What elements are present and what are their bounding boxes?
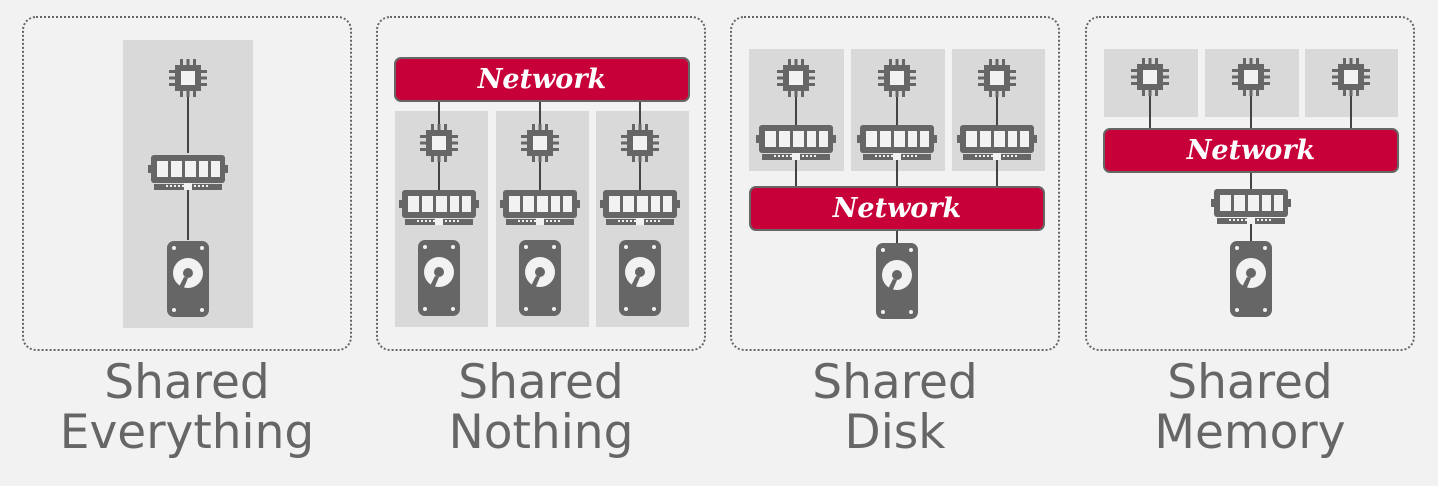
shared-everything-diagram (123, 40, 253, 328)
memory-icon (147, 154, 229, 191)
caption-line-2: Disk (844, 405, 946, 460)
network-label: Network (1186, 135, 1316, 166)
panel-shared-memory (1085, 16, 1415, 351)
disk-icon (519, 240, 561, 316)
disk-icon (619, 240, 661, 316)
memory-icon (856, 124, 938, 161)
memory-icon (755, 124, 837, 161)
caption-line-2: Memory (1154, 405, 1346, 460)
network-bar (1103, 128, 1399, 173)
network-label: Network (832, 193, 962, 224)
caption-line-2: Nothing (448, 405, 634, 460)
shared-disk-diagram: Network (749, 49, 1045, 319)
caption-shared-memory: Shared Memory (1085, 358, 1415, 458)
disk-icon (167, 241, 209, 317)
caption-line-1: Shared (812, 355, 978, 410)
disk-icon (418, 240, 460, 316)
caption-line-1: Shared (104, 355, 270, 410)
caption-shared-disk: Shared Disk (730, 358, 1060, 458)
shared-memory-diagram: Network (1103, 49, 1399, 317)
caption-line-1: Shared (458, 355, 624, 410)
disk-icon (876, 243, 918, 319)
caption-shared-everything: Shared Everything (22, 358, 352, 458)
memory-icon (956, 124, 1038, 161)
network-label: Network (477, 64, 607, 95)
caption-line-1: Shared (1167, 355, 1333, 410)
caption-line-2: Everything (59, 405, 315, 460)
shared-nothing-diagram: Network (394, 57, 690, 327)
caption-shared-nothing: Shared Nothing (376, 358, 706, 458)
disk-icon (1230, 241, 1272, 317)
network-bar (394, 57, 690, 102)
panel-shared-disk (730, 16, 1060, 351)
network-bar (749, 186, 1045, 231)
memory-icon (1210, 188, 1292, 225)
memory-icon (599, 189, 681, 226)
panel-shared-nothing (376, 16, 706, 351)
memory-icon (499, 189, 581, 226)
memory-icon (398, 189, 480, 226)
panel-shared-everything (22, 16, 352, 351)
